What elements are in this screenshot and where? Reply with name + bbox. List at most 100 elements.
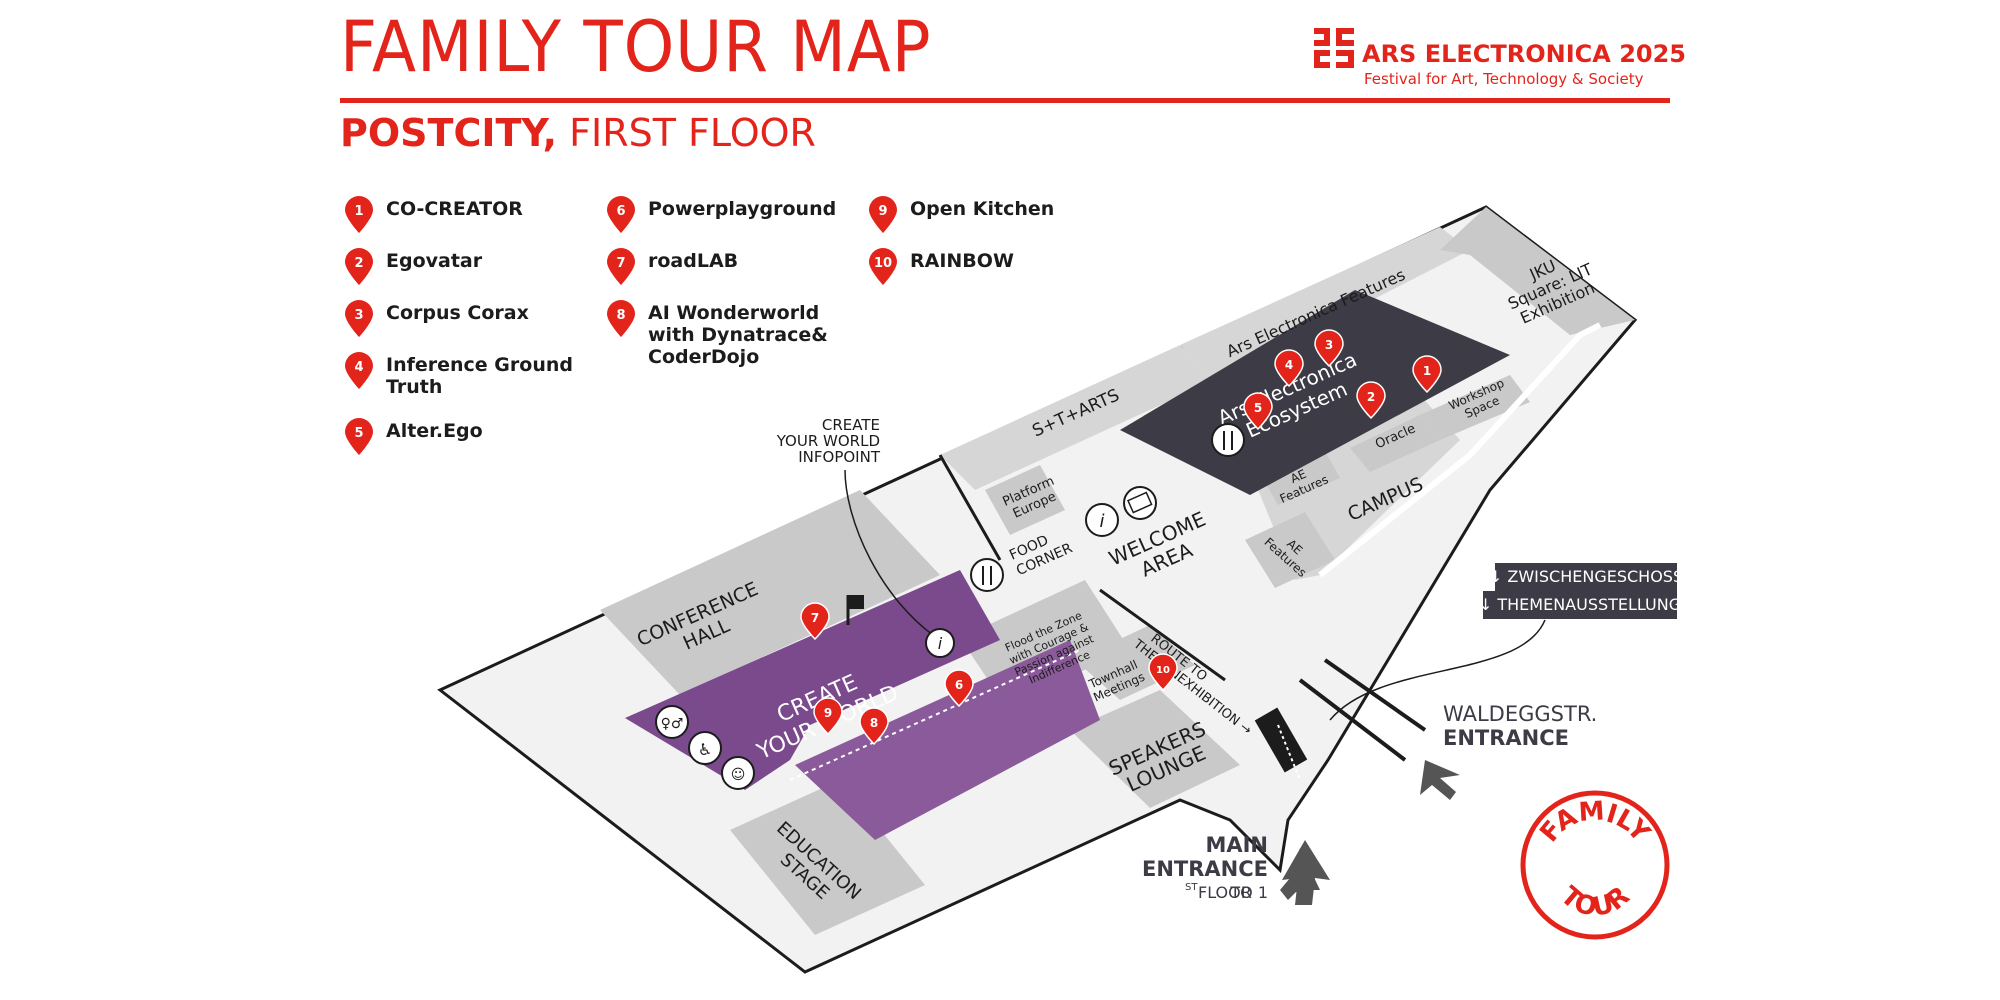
svg-text:i: i [938,634,943,653]
baby-changing-icon: ☺ [721,756,755,790]
legend-label: Alter.Ego [386,420,483,442]
legend-label: Powerplayground [648,198,837,220]
subtitle-venue: POSTCITY, [340,111,558,155]
legend-item: 7 roadLAB [606,248,836,285]
building-outline [437,205,1638,974]
legend-item: 6 Powerplayground [606,196,837,233]
route-line [1318,322,1602,578]
legend-label: roadLAB [648,250,739,272]
sign-themenausstellung: ↓ THEMENAUSSTELLUNG [1479,591,1681,619]
area-st-arts [940,345,1215,490]
main-entrance-arrow-icon [1282,840,1330,905]
map-pin-label: 1 [1423,364,1431,378]
ars-electronica-logo-icon [1314,28,1354,68]
area-create-your-world-lower [795,640,1100,840]
map-pin-6: 6 [944,669,974,708]
map-pin-icon: 3 [344,300,374,338]
family-tour-stamp: FAMILY TOUR [1520,790,1670,940]
label-waldegg-entrance: WALDEGGSTR.ENTRANCE [1443,702,1597,750]
area-speakers-lounge [1070,690,1240,808]
stairs [1277,724,1301,781]
restaurant-icon [1211,423,1245,457]
map-pin-7: 7 [800,602,830,641]
map-pin-label: 4 [1285,358,1293,372]
map-pin-label: 2 [1367,390,1375,404]
restaurant-icon [970,558,1004,592]
brand-name: ARS ELECTRONICA 2025 [1362,40,1686,68]
title-rule [340,98,1670,103]
map-pin-label: 8 [870,716,878,730]
svg-text:♿: ♿ [698,740,712,759]
toilets-icon: ♀♂ [655,705,689,739]
map-pin-icon: 6 [606,196,636,234]
map-pin-3: 3 [1314,329,1344,368]
area-conference-hall [600,490,940,695]
svg-text:☺: ☺ [731,767,746,783]
label-main-entrance-floor: FLOOR [1198,883,1252,902]
map-pin-icon: 9 [868,196,898,234]
map-pin-label: 9 [824,706,832,720]
map-pin-icon: 7 [606,248,636,286]
area-education-stage [730,780,925,935]
map-pin-1: 1 [1412,355,1442,394]
legend-label: Inference Ground Truth [386,354,573,398]
map-pin-label: 7 [811,611,819,625]
map-pin-label: 6 [955,678,963,692]
svg-text:♀♂: ♀♂ [661,716,684,732]
brand-logo: ARS ELECTRONICA 2025 Festival for Art, T… [1312,26,1686,88]
info-icon: i [1085,503,1119,537]
map-pin-5: 5 [1243,392,1273,431]
map-pin-label: 10 [1156,665,1170,676]
svg-text:i: i [1099,511,1104,532]
legend-item: 4 Inference Ground Truth [344,352,573,398]
sign-zwischengeschoss: ↓ ZWISCHENGESCHOSS [1489,563,1683,591]
legend-label: Open Kitchen [910,198,1055,220]
map-pin-2: 2 [1356,381,1386,420]
legend-item: 8 AI Wonderworld with Dynatrace& CoderDoj… [606,300,836,368]
map-pin-icon: 4 [344,352,374,390]
label-flood-zone: Flood the Zonewith Courage &Passion agai… [1002,608,1102,690]
page-title: FAMILY TOUR MAP [340,6,932,88]
map-pin-icon: 2 [344,248,374,286]
map-pin-9: 9 [813,697,843,736]
legend-column-3: 9 Open Kitchen 10 RAINBOW [868,196,1055,294]
legend-label: Egovatar [386,250,483,272]
wheelchair-icon: ♿ [688,731,722,765]
map-pins: 1 2 3 4 5 6 7 8 9 10 [800,329,1442,746]
area-ae-features-b [1245,512,1335,588]
legend-label: AI Wonderworld with Dynatrace& CoderDojo [648,302,828,368]
legend-item: 10 RAINBOW [868,248,1054,285]
area-townhall [1075,625,1195,700]
page-subtitle: POSTCITY, FIRST FLOOR [340,114,816,152]
legend-item: 9 Open Kitchen [868,196,1055,233]
area-platform-europe [985,465,1065,535]
map-pin-icon: 10 [868,248,898,286]
legend-item: 3 Corpus Corax [344,300,573,337]
wall [1099,588,1226,682]
area-ae-features-top [1180,227,1470,380]
area-oracle [1350,415,1440,472]
legend-item: 2 Egovatar [344,248,573,285]
info-icon: i [925,628,955,658]
label-main-entrance-sup: ST [1185,882,1198,893]
legend-label: RAINBOW [910,250,1014,272]
area-create-your-world [625,570,1000,790]
legend-label: CO-CREATOR [386,198,523,220]
area-workshop-space [1420,375,1530,440]
arrow-icon [1420,760,1460,800]
map-pin-4: 4 [1274,349,1304,388]
map-pin-label: 5 [1254,401,1262,415]
brand-tagline: Festival for Art, Technology & Society [1364,70,1644,88]
legend-label: Corpus Corax [386,302,529,324]
flag-icon [846,595,864,625]
ticket-icon [1123,486,1157,520]
map-pin-icon: 8 [606,300,636,338]
map-pin-8: 8 [859,707,889,746]
svg-text:TOUR: TOUR [1555,881,1636,923]
